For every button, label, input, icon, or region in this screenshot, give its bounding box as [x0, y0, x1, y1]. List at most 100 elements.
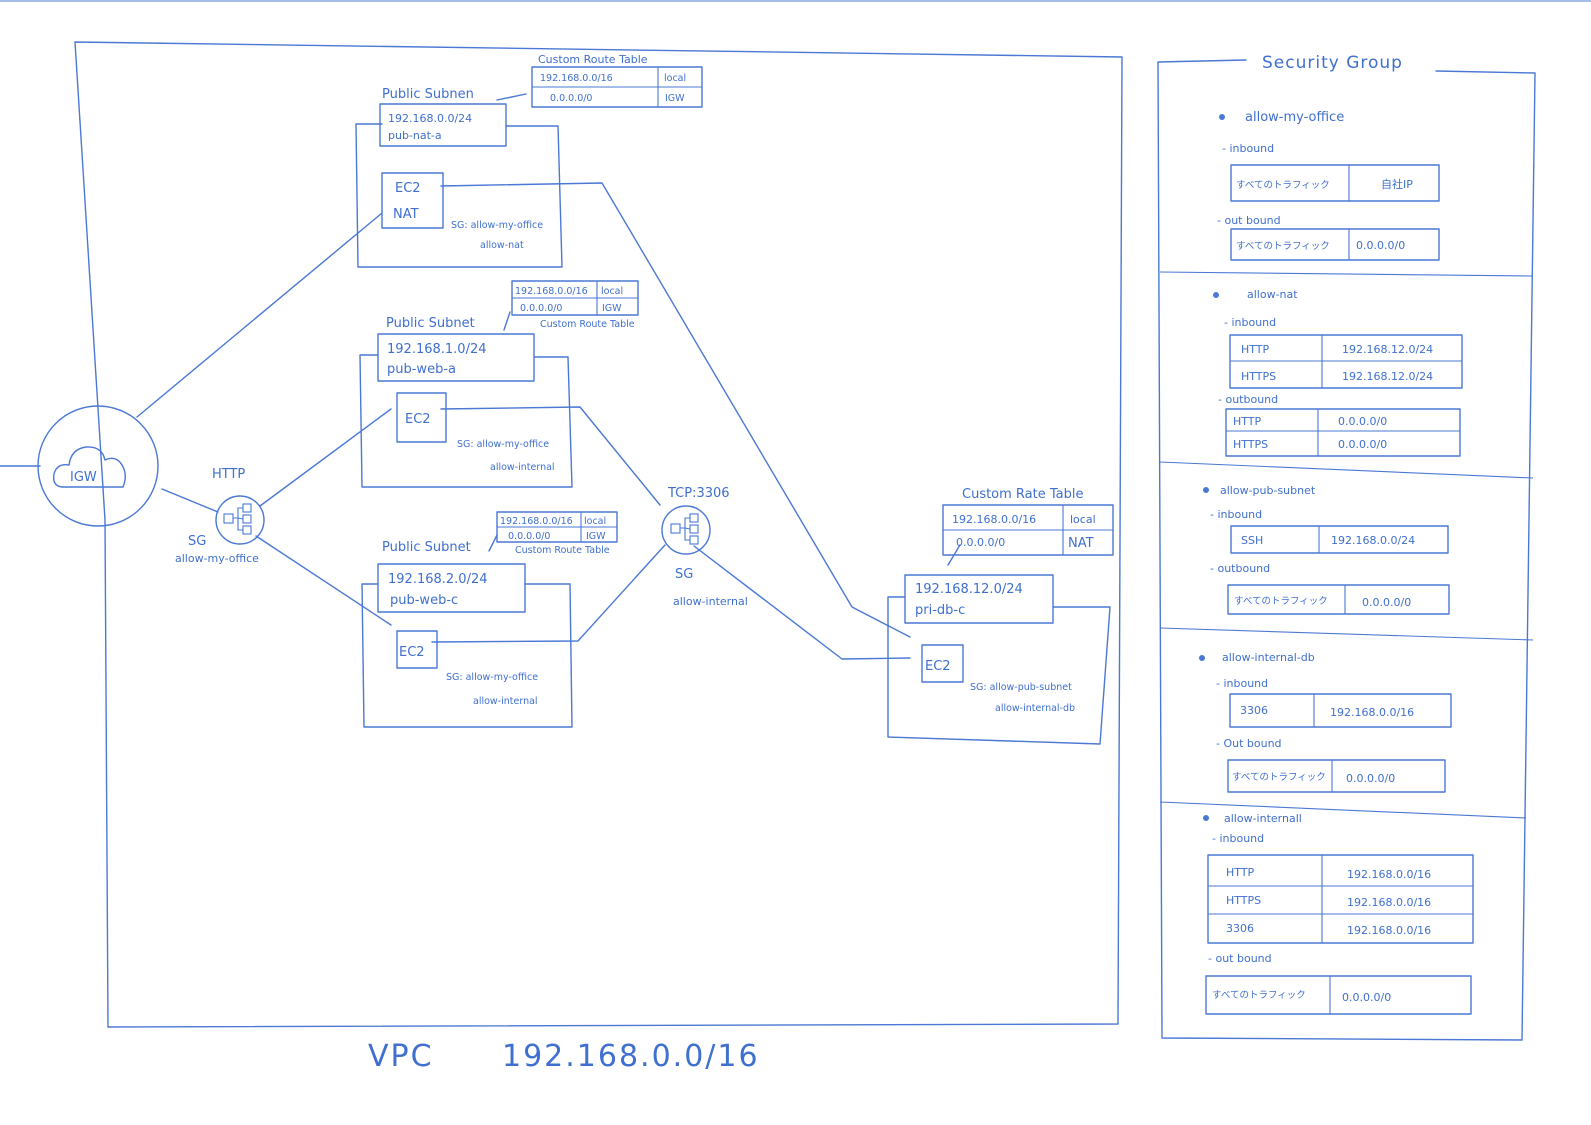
subnet-pub-web-c: Public Subnet 192.168.2.0/24 pub-web-c E…: [361, 511, 618, 728]
route-table-title: Custom Route Table: [538, 53, 648, 66]
rule-table: [1225, 408, 1461, 457]
sg-group-name: allow-my-office: [1245, 110, 1344, 125]
ec2-label: EC2: [925, 659, 951, 674]
rule-cell: HTTP: [1226, 866, 1255, 879]
route-target: IGW: [665, 93, 685, 104]
subnet-boundary: [355, 123, 563, 268]
subnet-boundary: [359, 354, 573, 488]
sg-assignment-2: allow-internal: [473, 696, 538, 707]
subnet-name: pub-web-c: [390, 593, 458, 608]
vpc-cidr: 192.168.0.0/16: [502, 1039, 760, 1074]
rule-cell: HTTP: [1233, 415, 1262, 428]
subnet-title: Public Subnet: [382, 540, 471, 555]
sg-group-name: allow-internall: [1224, 812, 1302, 825]
sg-group-name: allow-pub-subnet: [1220, 484, 1316, 497]
route-destination: 192.168.0.0/16: [500, 516, 573, 527]
alb-sg-name: allow-my-office: [175, 552, 259, 565]
rule-cell: 自社IP: [1381, 177, 1413, 191]
rt-link-web-c: [488, 534, 498, 552]
group-divider: [1159, 461, 1534, 479]
alb-protocol-label: HTTP: [212, 467, 245, 482]
rule-cell: 3306: [1226, 922, 1254, 935]
subnet-cidr: 192.168.2.0/24: [388, 572, 488, 587]
route-destination: 192.168.0.0/16: [952, 513, 1036, 526]
sg-panel-boundary: [1157, 59, 1536, 1041]
sg-group-allow-internal-db: allow-internal-db - inbound 3306 192.168…: [1199, 651, 1452, 793]
rule-cell: すべてのトラフィック: [1236, 180, 1330, 191]
rule-table: [1230, 164, 1440, 202]
ec2-label: EC2: [405, 412, 431, 427]
ec2-instance-box: [381, 172, 444, 229]
ec2-instance-box: [396, 392, 447, 443]
security-group-panel: Security Group allow-my-office - inbound…: [1157, 53, 1536, 1041]
alb-circle: [215, 495, 265, 545]
sg-assignment-2: allow-nat: [480, 240, 524, 251]
rule-cell: すべてのトラフィック: [1212, 990, 1306, 1001]
link-nat-db: [440, 182, 911, 638]
rule-cell: 192.168.12.0/24: [1342, 343, 1433, 356]
rule-table: [1227, 584, 1450, 615]
ec2-role-label: NAT: [393, 207, 419, 222]
rule-cell: すべてのトラフィック: [1232, 772, 1326, 783]
sg-assignment: SG: allow-my-office: [457, 439, 549, 450]
outbound-label: - Out bound: [1216, 737, 1282, 750]
route-destination: 0.0.0.0/0: [550, 93, 592, 104]
subnet-title: Public Subnen: [382, 87, 474, 102]
sg-group-name: allow-internal-db: [1222, 651, 1315, 664]
rule-cell: 0.0.0.0/0: [1356, 239, 1405, 252]
route-destination: 192.168.0.0/16: [515, 286, 588, 297]
load-balancer-icon: [223, 503, 252, 535]
route-table-title: Custom Route Table: [515, 545, 610, 556]
rule-table: [1207, 854, 1474, 944]
route-table-title: Custom Rate Table: [962, 487, 1084, 502]
sg-assignment: SG: allow-my-office: [451, 220, 543, 231]
rule-cell: HTTPS: [1226, 894, 1261, 907]
sg-assignment: SG: allow-my-office: [446, 672, 538, 683]
inbound-label: - inbound: [1216, 677, 1268, 690]
sg-group-name: allow-nat: [1247, 288, 1298, 301]
subnet-cidr-box: [377, 333, 535, 382]
route-destination: 0.0.0.0/0: [520, 303, 562, 314]
inbound-label: - inbound: [1224, 316, 1276, 329]
rule-cell: 0.0.0.0/0: [1362, 596, 1411, 609]
ec2-label: EC2: [395, 181, 421, 196]
route-target: local: [584, 516, 606, 527]
subnet-cidr-box: [379, 103, 507, 147]
rule-table: [1230, 228, 1440, 261]
vpc-frame: VPC 192.168.0.0/16: [0, 41, 1123, 1074]
subnet-cidr: 192.168.0.0/24: [388, 112, 472, 125]
subnet-pub-nat-a: Public Subnen 192.168.0.0/24 pub-nat-a E…: [355, 53, 703, 268]
sg-group-allow-pub-subnet: allow-pub-subnet - inbound SSH 192.168.0…: [1203, 484, 1450, 615]
rule-table: [1227, 759, 1446, 793]
igw-circle: [37, 405, 159, 527]
sg-assignment-2: allow-internal: [490, 462, 555, 473]
route-destination: 0.0.0.0/0: [956, 536, 1005, 549]
ec2-instance-box: [396, 630, 438, 669]
nlb-circle: [661, 505, 711, 555]
link-alb-web-c: [255, 535, 392, 626]
vpc-boundary: [74, 41, 1123, 1028]
rule-cell: すべてのトラフィック: [1236, 241, 1330, 252]
outbound-label: - out bound: [1217, 214, 1281, 227]
rule-table: [1230, 525, 1449, 554]
subnet-name: pri-db-c: [915, 603, 965, 618]
rule-cell: 192.168.0.0/16: [1330, 706, 1414, 719]
alb-external: HTTP SG allow-my-office: [175, 467, 265, 565]
nlb-internal: TCP:3306 SG allow-internal: [661, 486, 748, 608]
rule-cell: 0.0.0.0/0: [1338, 438, 1387, 451]
alb-sg-label: SG: [188, 534, 206, 549]
rule-cell: 192.168.0.0/16: [1347, 924, 1431, 937]
link-web-c-nlb: [431, 544, 666, 643]
sg-panel-title: Security Group: [1262, 53, 1403, 73]
subnet-cidr-box: [377, 563, 526, 613]
ec2-label: EC2: [399, 645, 425, 660]
link-igw-alb: [161, 488, 219, 513]
subnet-title: Public Subnet: [386, 316, 475, 331]
rule-cell: すべてのトラフィック: [1234, 596, 1328, 607]
link-alb-web-a: [259, 408, 392, 507]
ec2-instance-box: [921, 644, 964, 683]
rule-cell: 192.168.0.0/24: [1331, 534, 1415, 547]
sg-assignment-2: allow-internal-db: [995, 703, 1075, 714]
subnet-boundary: [361, 583, 573, 728]
